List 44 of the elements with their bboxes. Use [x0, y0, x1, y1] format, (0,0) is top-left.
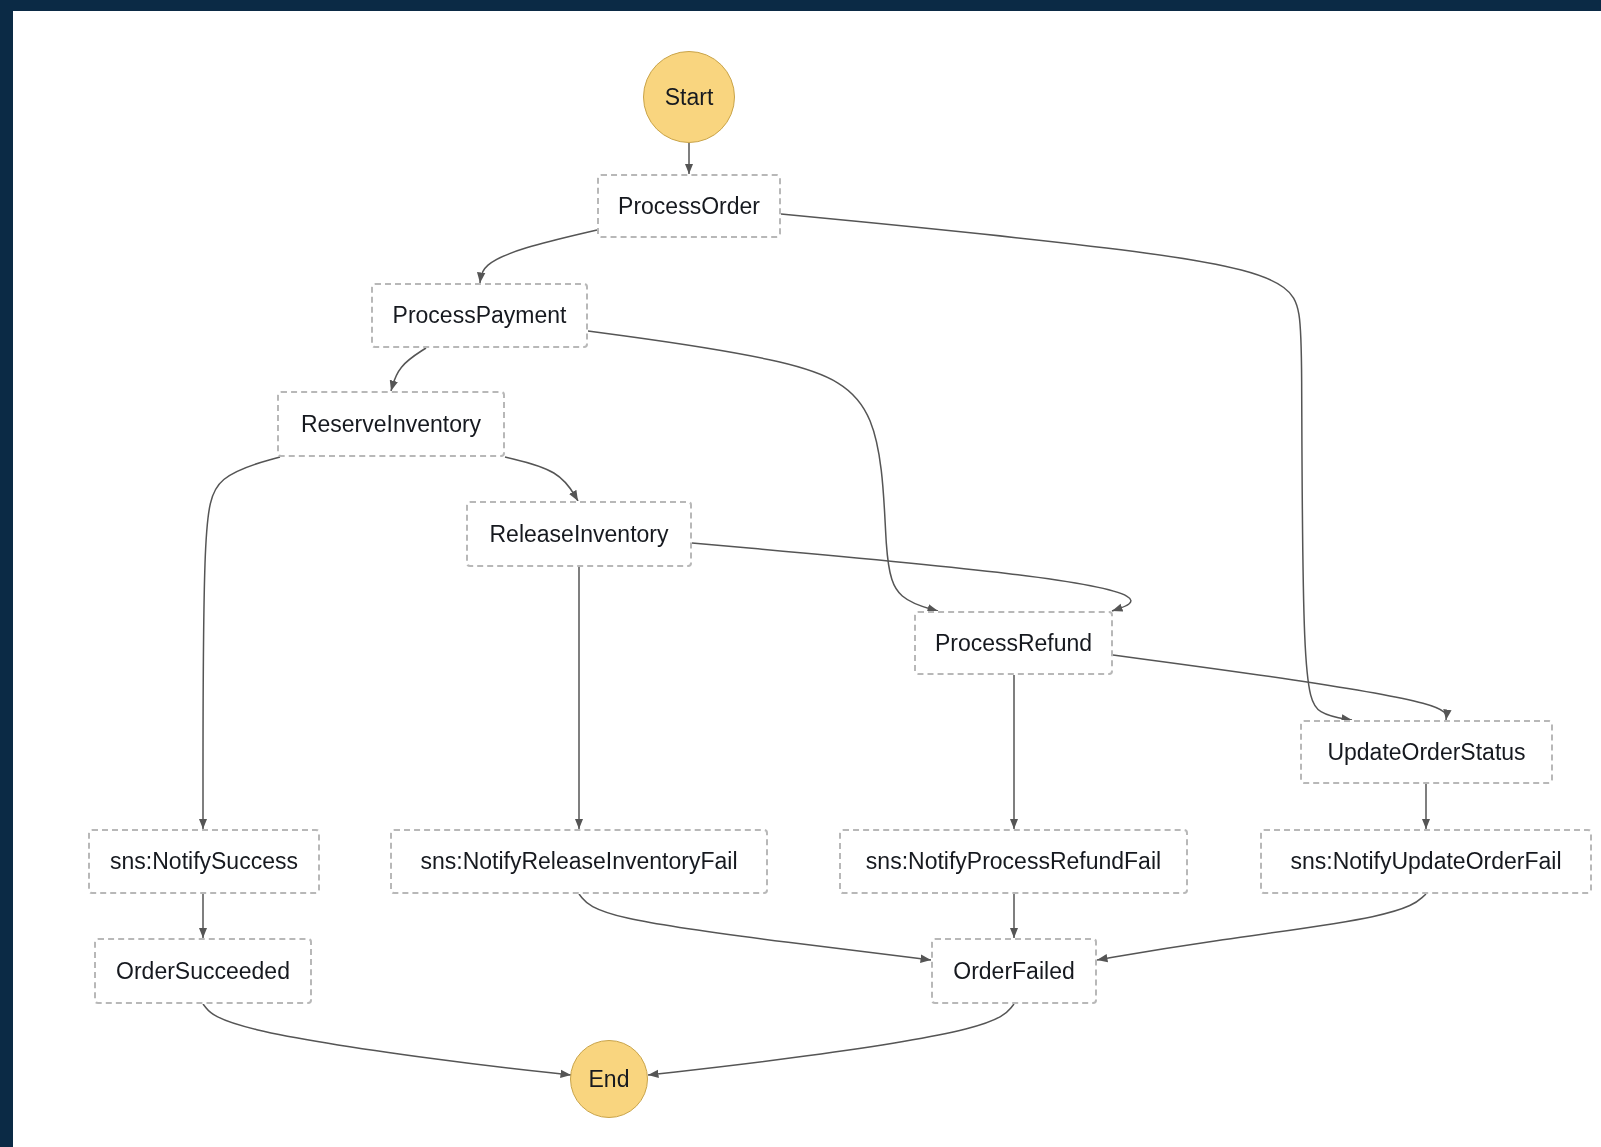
state-box — [277, 391, 505, 457]
state-name: ProcessPayment — [392, 302, 567, 329]
state-name: sns:NotifyUpdateOrderFail — [1290, 848, 1562, 875]
state-name: OrderFailed — [953, 957, 1075, 985]
arrow — [198, 456, 281, 830]
arrow — [691, 542, 1132, 612]
state-name: UpdateOrderStatus — [1327, 738, 1526, 766]
state-name: ReleaseInventory — [489, 520, 669, 548]
arrow — [578, 893, 932, 963]
arrow — [1009, 893, 1019, 939]
arrow — [198, 893, 208, 939]
state-box — [597, 174, 781, 238]
state-name: sns:NotifySuccess — [110, 848, 298, 875]
arrow — [574, 566, 584, 830]
state-name: ReserveInventory — [300, 410, 482, 438]
state-box — [1300, 720, 1553, 784]
state-box — [466, 501, 692, 567]
arrow — [684, 142, 694, 175]
state-box — [390, 829, 768, 894]
arrow — [389, 347, 427, 392]
state-box — [1260, 829, 1592, 894]
state-name: sns:NotifyReleaseInventoryFail — [420, 848, 738, 875]
state-box — [371, 283, 588, 348]
state-name: End — [588, 1065, 630, 1093]
arrow — [1009, 674, 1019, 830]
arrow — [202, 1003, 572, 1079]
state-name: ProcessOrder — [618, 192, 760, 220]
state-name: ProcessRefund — [934, 629, 1093, 657]
state-box — [94, 938, 312, 1004]
state-box — [931, 938, 1097, 1004]
arrow — [504, 456, 579, 502]
state-box — [914, 611, 1113, 675]
arrow — [1112, 654, 1452, 721]
arrow — [780, 213, 1353, 723]
arrow — [477, 229, 598, 284]
arrow — [1421, 783, 1431, 830]
state-name: sns:NotifyProcessRefundFail — [865, 848, 1162, 875]
arrow — [587, 330, 939, 613]
state-name: Start — [664, 83, 714, 111]
state-box — [88, 829, 320, 894]
state-box — [839, 829, 1188, 894]
state-name: OrderSucceeded — [116, 957, 290, 985]
arrow — [1096, 893, 1427, 963]
arrow — [647, 1003, 1015, 1078]
